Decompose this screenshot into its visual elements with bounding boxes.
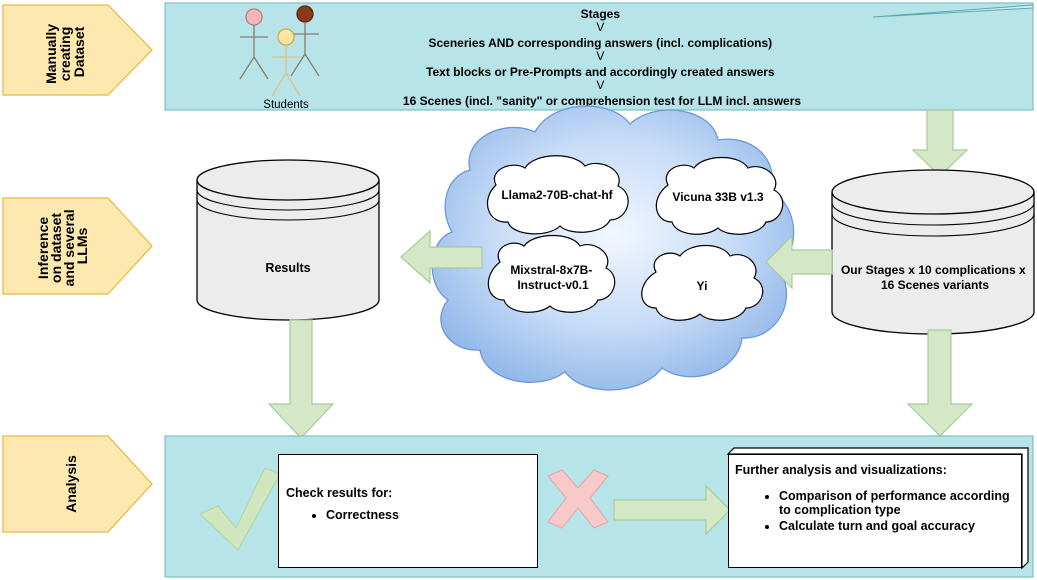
model-label-mixtral: Mixstral-8x7B- Instruct-v0.1 xyxy=(510,263,595,292)
dataset-line-sceneries: Sceneries AND corresponding answers (inc… xyxy=(429,36,773,50)
list-item: Comparison of performance according to c… xyxy=(779,489,1013,517)
arrow-dataset-to-db xyxy=(911,109,969,177)
model-cloud-vicuna: Vicuna 33B v1.3 xyxy=(655,157,784,235)
model-label-llama: Llama2-70B-chat-hf xyxy=(501,188,613,202)
phase-inference-label: Inference on dataset and several LLMs xyxy=(35,206,90,287)
list-item: Correctness xyxy=(326,508,531,522)
phase-analysis-label: Analysis xyxy=(63,455,79,513)
further-analysis-heading: Further analysis and visualizations: xyxy=(735,463,947,477)
further-analysis-list: Comparison of performance according to c… xyxy=(735,489,1013,533)
model-cloud-mixtral: Mixstral-8x7B- Instruct-v0.1 xyxy=(487,235,616,313)
svg-text:Stages V Sceneries: Stages V Sceneries AND corresponding ans… xyxy=(403,7,801,108)
dataset-line-text-blocks: Text blocks or Pre-Prompts and according… xyxy=(426,65,775,79)
check-results-box: Check results for: Correctness xyxy=(278,454,538,568)
arrow-input-to-cloud xyxy=(765,234,833,290)
arrow-input-to-analysis xyxy=(906,329,974,437)
check-results-heading: Check results for: xyxy=(286,486,393,500)
further-analysis-box: Further analysis and visualizations: Com… xyxy=(728,454,1022,568)
students-label: Students xyxy=(263,99,309,111)
phase-inference: Inference on dataset and several LLMs xyxy=(2,197,154,295)
model-label-vicuna: Vicuna 33B v1.3 xyxy=(672,190,763,204)
phase-manual-dataset: Manually creating Dataset xyxy=(2,4,154,96)
phase-manual-dataset-label: Manually creating Dataset xyxy=(43,20,87,84)
arrow-results-to-analysis xyxy=(267,319,335,439)
model-cloud-llama: Llama2-70B-chat-hf xyxy=(486,155,629,235)
results-database-label: Results xyxy=(265,261,310,275)
results-database: Results xyxy=(196,159,380,321)
input-database: Our Stages x 10 complications x 16 Scene… xyxy=(831,169,1035,335)
students-icon xyxy=(239,5,320,97)
dataset-line-scenes: 16 Scenes (incl. "sanity" or comprehensi… xyxy=(403,94,801,108)
model-cloud-yi: Yi xyxy=(641,245,764,321)
arrow-check-to-further xyxy=(613,484,731,536)
arrow-cloud-to-results xyxy=(400,229,483,285)
llm-cloud xyxy=(431,105,795,391)
further-box-depth xyxy=(726,447,1029,570)
check-icon xyxy=(199,467,281,551)
model-label-yi: Yi xyxy=(697,279,708,293)
list-item: Calculate turn and goal accuracy xyxy=(779,519,1013,533)
check-results-list: Correctness xyxy=(286,508,531,522)
input-database-label: Our Stages x 10 complications x 16 Scene… xyxy=(841,263,1029,292)
dataset-line-stages: Stages xyxy=(581,7,621,21)
cross-icon xyxy=(547,469,609,529)
phase-analysis: Analysis xyxy=(2,435,154,533)
